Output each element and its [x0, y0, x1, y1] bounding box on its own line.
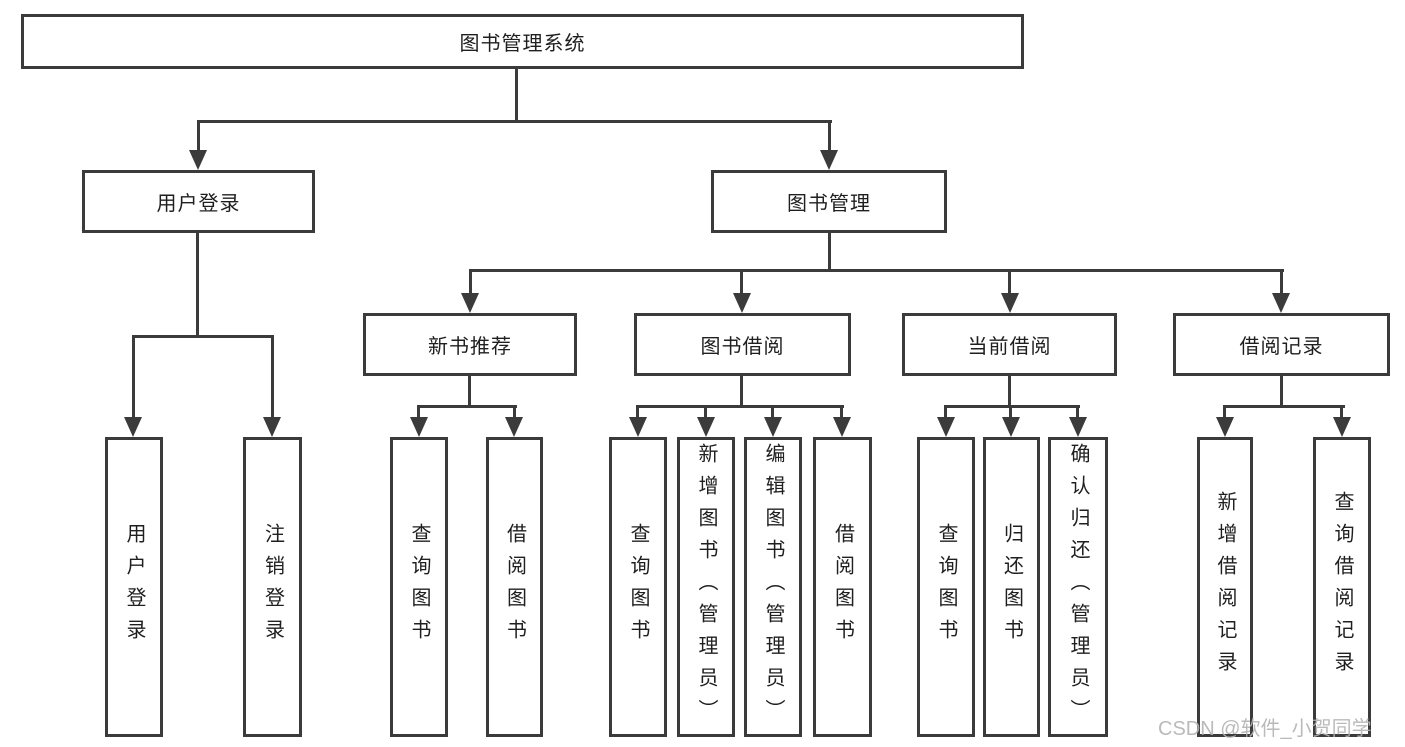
arrow-down-icon — [189, 150, 207, 170]
arrow-down-icon — [263, 417, 281, 437]
leaf-label: 借阅图书 — [503, 523, 526, 651]
node-current-label: 当前借阅 — [967, 336, 1052, 358]
connector-drop-leaf — [840, 405, 843, 423]
connector-drop-leaf — [1076, 405, 1079, 423]
arrow-down-icon — [833, 417, 851, 437]
connector-drop-leaf — [1340, 405, 1343, 423]
connector-drop-leaf — [944, 405, 947, 423]
arrow-down-icon — [764, 417, 782, 437]
arrow-down-icon — [461, 293, 479, 313]
arrow-down-icon — [1001, 293, 1019, 313]
node-current: 当前借阅 — [902, 313, 1117, 376]
node-root: 图书管理系统 — [21, 14, 1024, 69]
arrow-down-icon — [733, 293, 751, 313]
csdn-watermark: CSDN @软件_小贺同学 — [1158, 718, 1372, 740]
node-user-login-label: 用户登录 — [156, 193, 241, 215]
leaf-user-login-login: 用户登录 — [105, 437, 163, 737]
leaf-label: 查询图书 — [935, 523, 957, 651]
connector-new-books-stem — [468, 376, 471, 407]
connector-drop-book-mgmt — [828, 120, 831, 158]
connector-drop-current — [1008, 269, 1011, 299]
connector-drop-leaf — [417, 405, 420, 423]
connector-level3-rail — [469, 269, 1284, 272]
connector-drop-leaf — [771, 405, 774, 423]
connector-borrowing-rail — [636, 405, 844, 408]
connector-drop-new-books — [469, 269, 472, 299]
node-new-books: 新书推荐 — [363, 313, 577, 376]
connector-drop-leaf — [1223, 405, 1226, 423]
leaf-records-query: 查询借阅记录 — [1313, 437, 1371, 737]
leaf-label: 新增图书（管理员） — [695, 443, 717, 731]
leaf-new-books-query: 查询图书 — [390, 437, 448, 737]
connector-drop-leaf — [1009, 405, 1012, 423]
leaf-label: 新增借阅记录 — [1214, 491, 1236, 683]
arrow-down-icon — [410, 417, 428, 437]
connector-drop-leaf — [513, 405, 516, 423]
connector-borrowing-stem — [740, 376, 743, 407]
arrow-down-icon — [1272, 293, 1290, 313]
leaf-current-confirm-admin: 确认归还（管理员） — [1048, 437, 1108, 737]
leaf-label: 用户登录 — [123, 523, 145, 651]
leaf-user-login-logout: 注销登录 — [243, 437, 302, 737]
leaf-new-books-borrow: 借阅图书 — [486, 437, 543, 737]
arrow-down-icon — [1002, 417, 1020, 437]
connector-new-books-rail — [417, 405, 517, 408]
arrow-down-icon — [1333, 417, 1351, 437]
leaf-borrowing-add-admin: 新增图书（管理员） — [677, 437, 735, 737]
leaf-borrowing-borrow: 借阅图书 — [813, 437, 872, 737]
leaf-label: 归还图书 — [1000, 523, 1023, 651]
leaf-label: 借阅图书 — [831, 523, 854, 651]
arrow-down-icon — [1069, 417, 1087, 437]
node-new-books-label: 新书推荐 — [428, 336, 512, 358]
leaf-current-return: 归还图书 — [983, 437, 1040, 737]
connector-drop-records — [1280, 269, 1283, 299]
connector-current-rail — [944, 405, 1080, 408]
node-records: 借阅记录 — [1173, 313, 1390, 376]
arrow-down-icon — [937, 417, 955, 437]
arrow-down-icon — [820, 150, 838, 170]
connector-book-mgmt-stem — [828, 232, 831, 272]
leaf-current-query: 查询图书 — [917, 437, 975, 737]
node-root-label: 图书管理系统 — [459, 33, 586, 55]
leaf-label: 查询借阅记录 — [1331, 491, 1353, 683]
leaf-label: 编辑图书（管理员） — [762, 443, 784, 731]
node-records-label: 借阅记录 — [1239, 336, 1324, 358]
leaf-borrowing-query: 查询图书 — [609, 437, 667, 737]
leaf-records-add: 新增借阅记录 — [1197, 437, 1253, 737]
node-book-mgmt: 图书管理 — [711, 170, 947, 233]
connector-drop-leaf — [132, 335, 135, 420]
arrow-down-icon — [629, 417, 647, 437]
leaf-label: 注销登录 — [261, 523, 284, 651]
connector-records-stem — [1280, 376, 1283, 407]
leaf-label: 确认归还（管理员） — [1067, 443, 1089, 731]
connector-current-stem — [1008, 376, 1011, 407]
leaf-label: 查询图书 — [627, 523, 649, 651]
connector-records-rail — [1223, 405, 1345, 408]
leaf-label: 查询图书 — [408, 523, 430, 651]
node-borrowing-label: 图书借阅 — [700, 336, 785, 358]
node-book-mgmt-label: 图书管理 — [787, 193, 871, 215]
connector-drop-user-login — [197, 120, 200, 158]
connector-user-login-rail — [132, 335, 274, 338]
arrow-down-icon — [1216, 417, 1234, 437]
arrow-down-icon — [124, 417, 142, 437]
leaf-borrowing-edit-admin: 编辑图书（管理员） — [744, 437, 802, 737]
connector-user-login-stem — [196, 232, 199, 337]
connector-drop-leaf — [271, 335, 274, 420]
connector-root-stem — [515, 69, 518, 120]
connector-drop-leaf — [704, 405, 707, 423]
connector-level2-rail — [197, 120, 832, 123]
node-user-login: 用户登录 — [82, 170, 315, 233]
node-borrowing: 图书借阅 — [634, 313, 851, 376]
connector-drop-borrowing — [740, 269, 743, 299]
arrow-down-icon — [505, 417, 523, 437]
connector-drop-leaf — [636, 405, 639, 423]
arrow-down-icon — [697, 417, 715, 437]
